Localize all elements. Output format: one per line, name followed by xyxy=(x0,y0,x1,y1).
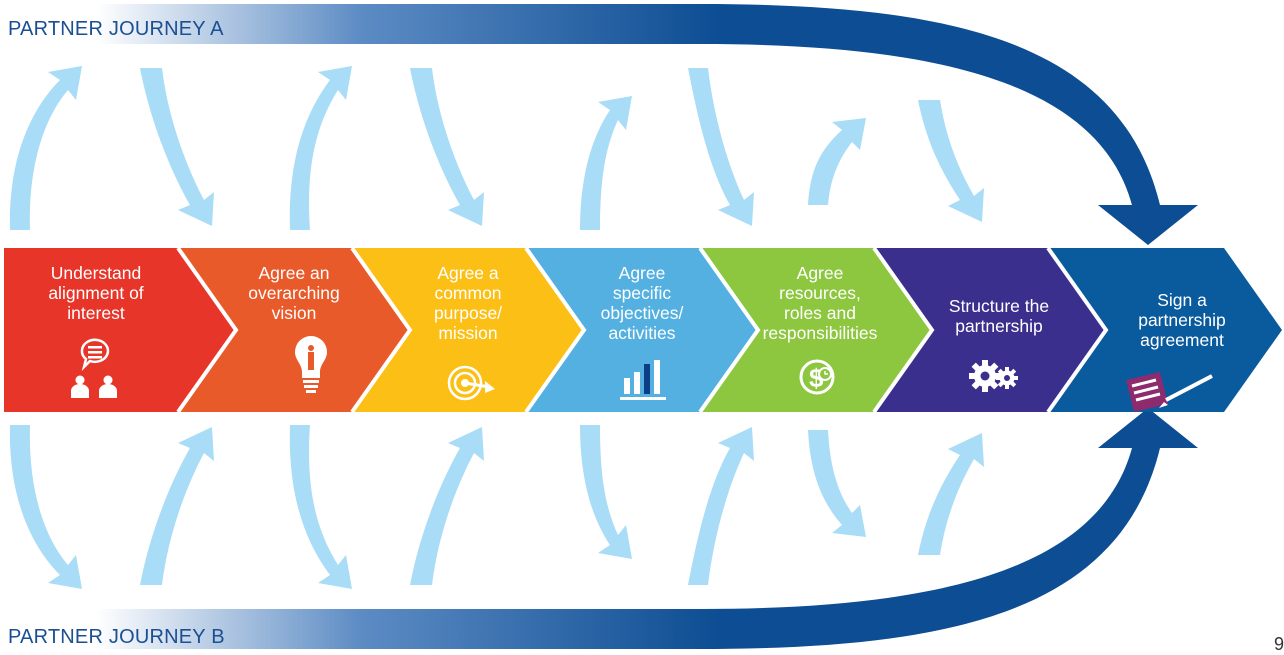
step-6-chevron xyxy=(874,248,1106,412)
step-6-text: Structure the partnership xyxy=(948,296,1050,336)
step-2-chevron xyxy=(178,248,410,412)
step-1-chevron xyxy=(4,248,236,412)
cycle-arrow-up xyxy=(580,96,632,230)
step-3-text: Agree a common purpose/ mission xyxy=(433,263,503,343)
journey-b-arrow xyxy=(0,408,1198,649)
discussion-people-icon xyxy=(71,338,117,398)
step-1-text: Understand alignment of interest xyxy=(48,263,144,323)
step-7-chevron xyxy=(1048,248,1282,412)
cycle-arrow-up xyxy=(410,427,484,585)
money-clock-icon: $ xyxy=(799,359,835,395)
cycle-arrow-down xyxy=(9,425,82,589)
page-number: 9 xyxy=(1273,634,1284,654)
cycle-arrow-down xyxy=(410,68,484,226)
cycle-arrow-down xyxy=(580,425,632,559)
cycle-arrow-up xyxy=(808,118,866,205)
cycle-arrow-up xyxy=(9,66,82,230)
step-5-text: Agree resources, roles and responsibilit… xyxy=(762,263,878,343)
cycle-arrow-down xyxy=(688,68,754,226)
journey-a-arrow xyxy=(0,4,1198,245)
cycle-arrow-up xyxy=(688,427,754,585)
step-7-text: Sign a partnership agreement xyxy=(1138,290,1226,350)
cycle-arrow-down xyxy=(289,425,352,589)
signing-document-icon xyxy=(1126,372,1213,412)
bar-chart-icon xyxy=(620,360,666,400)
step-4-chevron xyxy=(526,248,758,412)
step-4-text: Agree specific objectives/ activities xyxy=(600,263,684,343)
lightbulb-person-icon xyxy=(295,336,327,393)
cycle-arrows xyxy=(9,66,984,589)
step-5-chevron xyxy=(700,248,932,412)
gears-icon xyxy=(969,360,1018,392)
journey-a-label: PARTNER JOURNEY A xyxy=(8,18,224,40)
step-3-chevron xyxy=(352,248,584,412)
cycle-arrow-up xyxy=(140,427,214,585)
cycle-arrow-up xyxy=(918,433,984,555)
step-2-text: Agree an overarching vision xyxy=(248,263,340,323)
cycle-arrow-down xyxy=(140,68,214,226)
cycle-arrow-down xyxy=(808,430,866,537)
process-chevrons xyxy=(4,246,1282,414)
target-dart-icon xyxy=(447,365,495,401)
journey-b-label: PARTNER JOURNEY B xyxy=(8,626,225,648)
cycle-arrow-down xyxy=(918,100,984,222)
cycle-arrow-up xyxy=(289,66,352,230)
